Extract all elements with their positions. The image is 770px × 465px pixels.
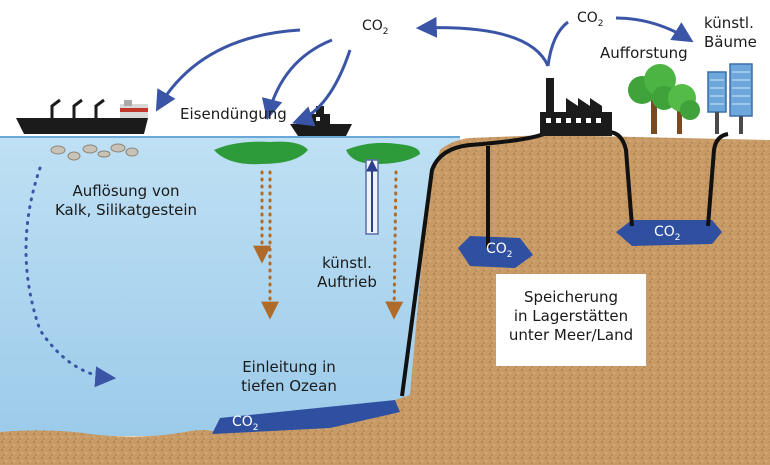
label-speicherung-line2: in Lagerstätten [513,307,629,325]
label-auftrieb-line2: Auftrieb [317,273,377,291]
co2-label-reservoir-left: CO2 [486,241,513,260]
label-aufloesung-line1: Auflösung von [72,182,180,200]
label-aufloesung-line2: Kalk, Silikatgestein [54,201,198,219]
label-einleitung-line2: tiefen Ozean [241,377,337,395]
reservoir-right [616,220,722,246]
label-auftrieb: künstl. Auftrieb [310,254,384,292]
land-sediment [0,135,770,465]
algae-patch-upwelling [346,142,420,164]
label-einleitung: Einleitung in tiefen Ozean [226,358,352,396]
pipeline-ocean [400,130,550,397]
reservoir-left [458,236,533,268]
label-kuenstl-baeume-line1: künstl. [704,14,754,32]
label-speicherung-line3: unter Meer/Land [508,326,634,344]
factory [540,78,612,136]
label-kuenstl-baeume-line2: Bäume [704,33,757,51]
seafloor-co2-pool [212,400,400,434]
label-einleitung-line1: Einleitung in [242,358,336,376]
label-auftrieb-line1: künstl. [322,254,372,272]
label-kuenstl-baeume: künstl. Bäume [704,14,757,52]
label-eisenduengung: Eisendüngung [180,105,287,123]
artificial-trees [707,63,753,134]
label-speicherung-line1: Speicherung [523,288,619,306]
dissolution-arrow [24,166,117,388]
algae-patch-iron [214,141,308,165]
label-speicherung: Speicherung in Lagerstätten unter Meer/L… [496,288,646,345]
co2-flow-arrows [155,16,694,127]
pipeline-trees-right [706,132,729,227]
speicherung-box [496,274,646,366]
label-aufforstung: Aufforstung [600,44,688,62]
co2-label-atmosphere: CO2 [362,18,389,37]
cargo-ship [16,98,148,134]
trees [628,64,700,134]
co2-label-seafloor: CO2 [232,414,259,433]
upwelling-pipe [365,159,379,235]
rock-fragments [50,143,139,161]
sinking-arrows [253,170,404,320]
co2-label-reservoir-right: CO2 [654,224,681,243]
ocean [0,136,460,436]
co2-label-factory: CO2 [577,10,604,29]
label-aufloesung: Auflösung von Kalk, Silikatgestein [44,182,208,220]
